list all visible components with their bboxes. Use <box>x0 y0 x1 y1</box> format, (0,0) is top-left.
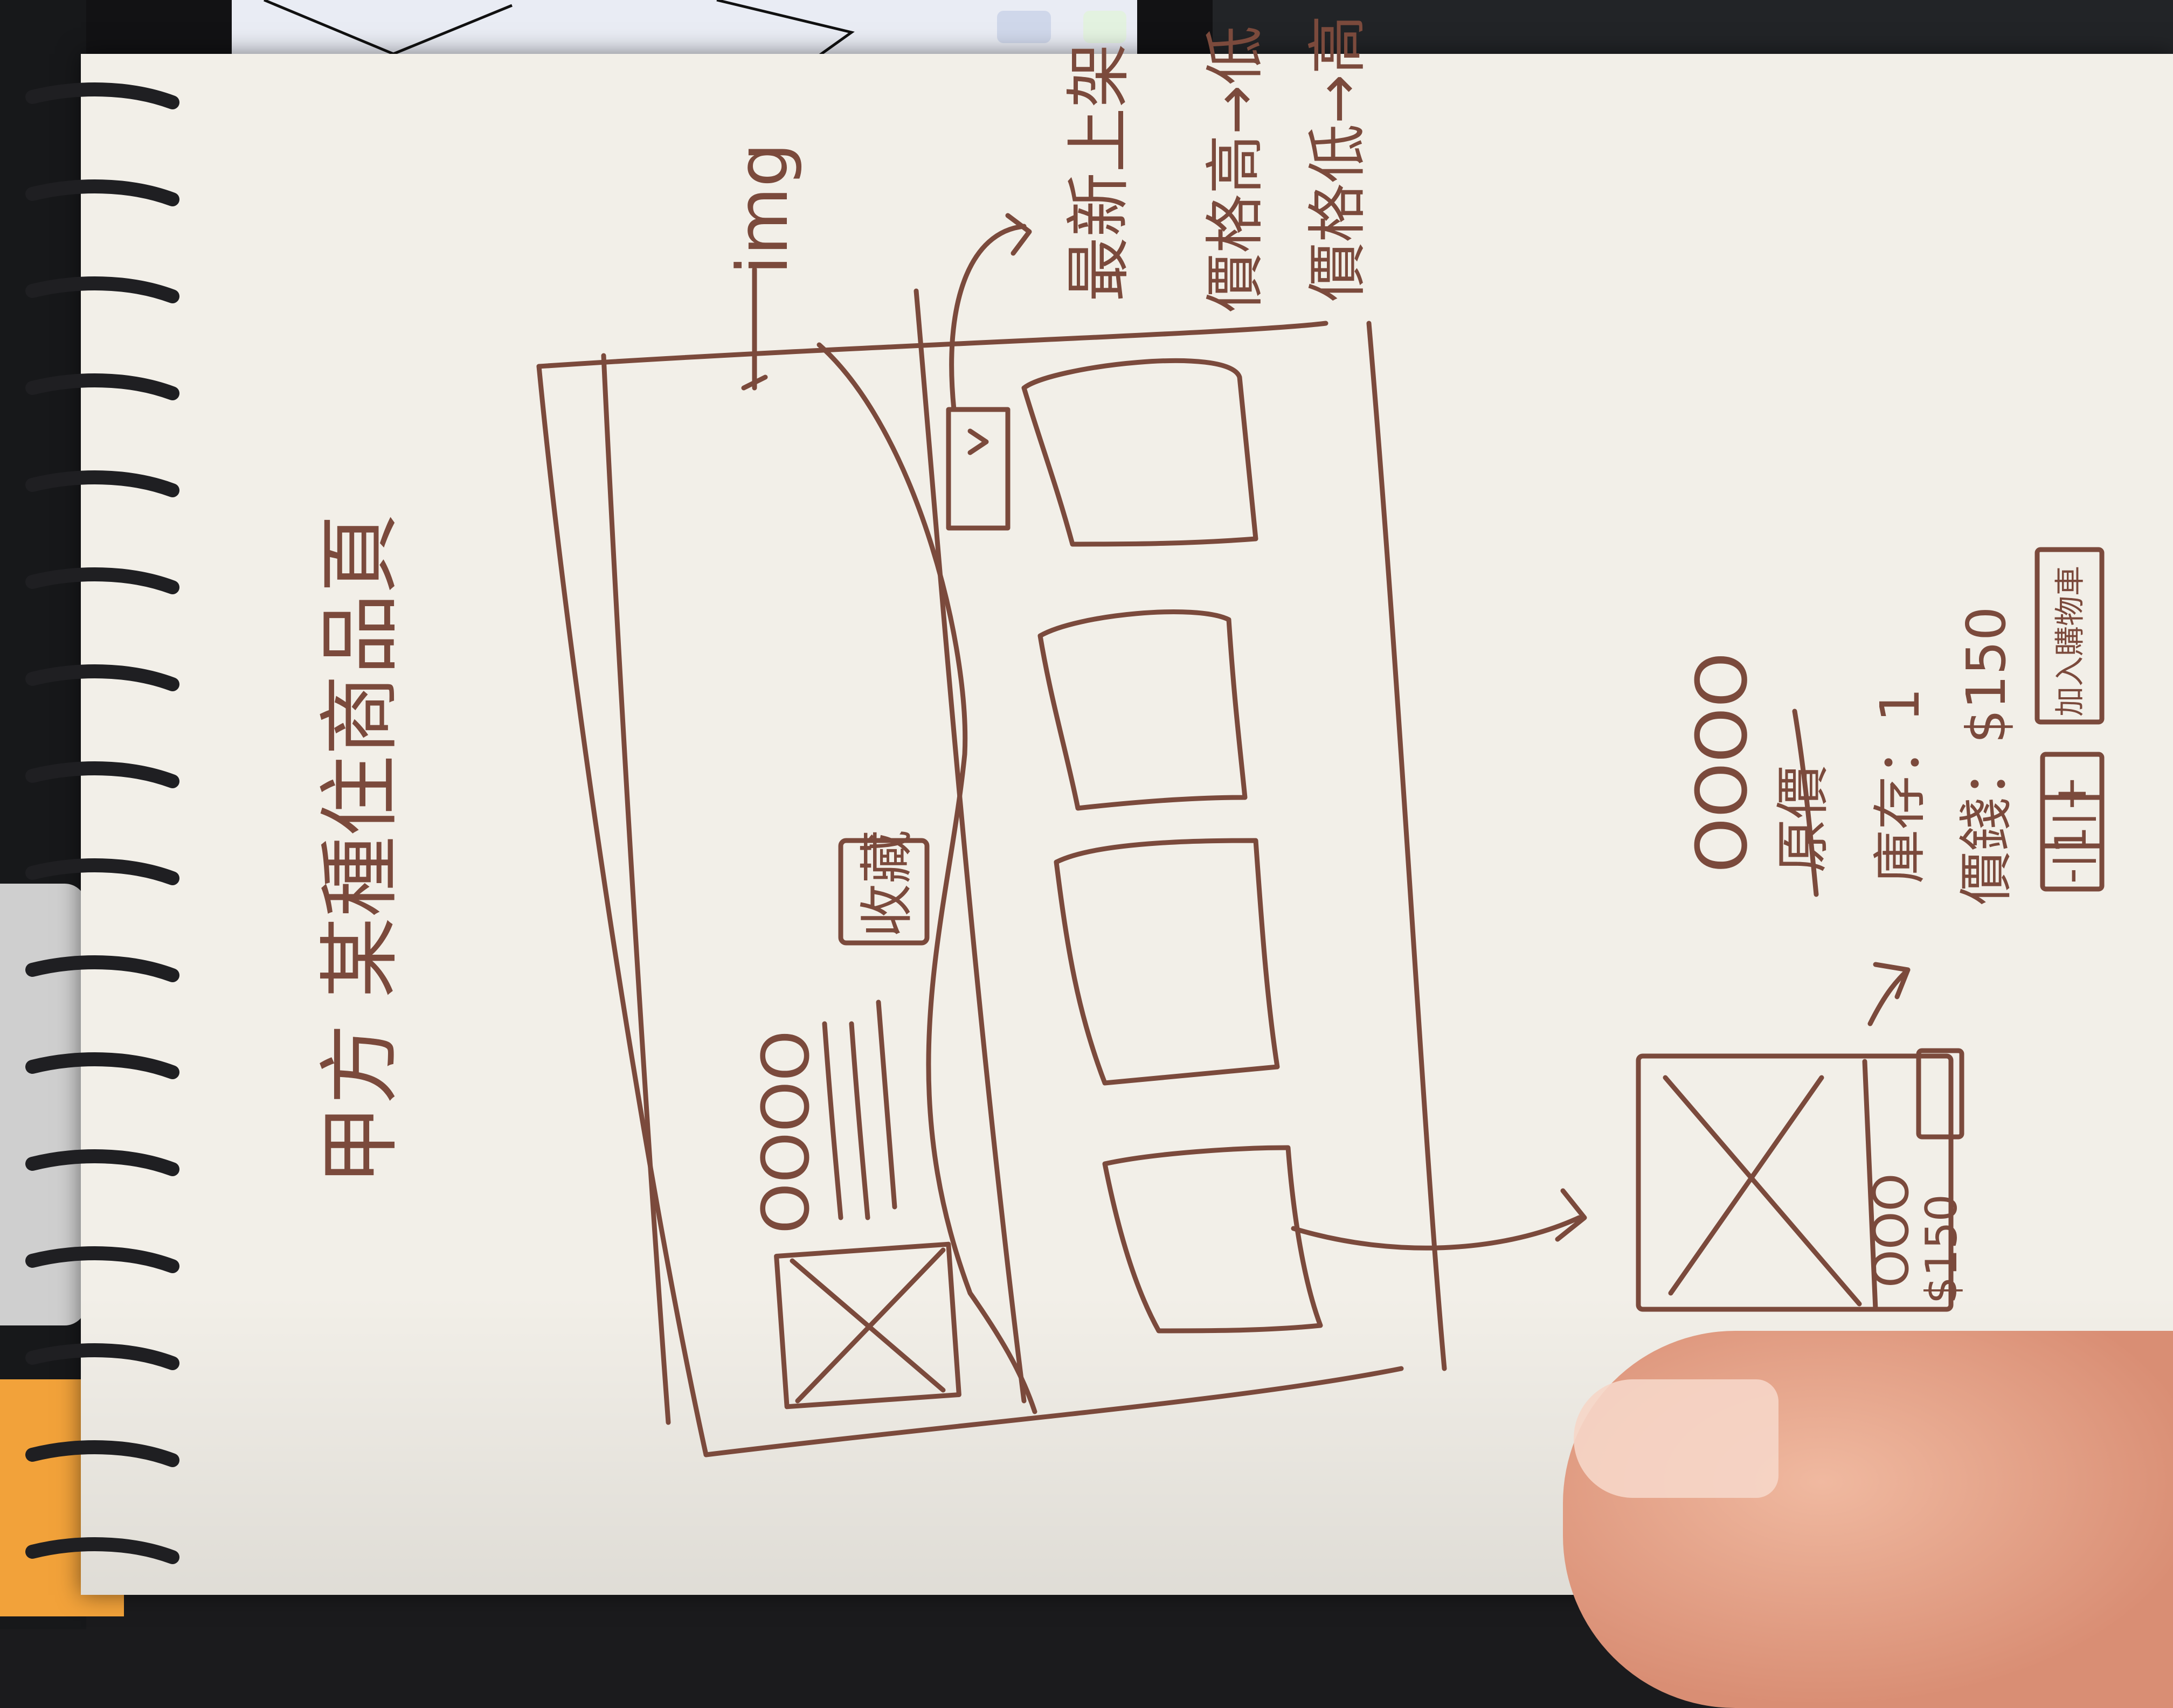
img-label: img <box>722 143 804 275</box>
thumbnail-button <box>1916 1048 1964 1140</box>
quantity-stepper-box <box>2040 752 2105 892</box>
thumbnail-nail <box>1574 1379 1778 1498</box>
sort-dropdown <box>946 407 1011 531</box>
hero-image-placeholder <box>774 1241 961 1410</box>
thumbnail-card <box>1636 1053 1954 1312</box>
header-line <box>601 353 671 1425</box>
sort-option-price-desc[interactable]: 價格高→低 <box>1201 26 1270 313</box>
sort-option-price-asc[interactable]: 價格低→高 <box>1303 15 1372 302</box>
hero-divider <box>914 288 1027 1404</box>
detail-arrow <box>1291 1215 1582 1251</box>
favorite-label[interactable]: 收藏 <box>855 830 918 938</box>
monitor-screen <box>232 0 1137 59</box>
card-rating: OOOO <box>749 1030 824 1234</box>
stock-label: 庫存：1 <box>1868 688 1932 884</box>
spiral-binding <box>25 82 179 1564</box>
hero-wave <box>816 342 1037 1414</box>
product-card-3 <box>1054 838 1280 1086</box>
favorite-box <box>838 838 930 946</box>
product-card-1 <box>1021 358 1258 547</box>
product-card-2 <box>1037 609 1248 811</box>
sort-option-newest[interactable]: 最新上架 <box>1062 43 1137 302</box>
quantity-stepper[interactable]: -|1|+ <box>2046 775 2096 884</box>
sort-arrow <box>949 224 1027 412</box>
add-to-cart-box <box>2034 547 2105 725</box>
thumbnail-cross-2 <box>1668 1075 1824 1296</box>
detail-rating: OOOO <box>1681 652 1763 873</box>
price-label: 價錢：$150 <box>1955 607 2018 906</box>
product-card-4 <box>1102 1145 1323 1334</box>
wireframe-sketch: 甲方 某種住商品頁 img 最新上架 價格高→低 價格低→高 收藏 OOOO O… <box>314 15 2105 1457</box>
page-frame-bottom <box>703 1366 1404 1457</box>
page-frame-top <box>536 321 1328 369</box>
original-price: 原價 <box>1771 765 1835 873</box>
thumbnail-price: $150 <box>1916 1194 1967 1304</box>
page-frame-right <box>1366 321 1447 1371</box>
thumbnail-rating: OOO <box>1863 1173 1920 1288</box>
page-title: 甲方 某種住商品頁 <box>314 513 407 1185</box>
thumbnail-cross-1 <box>1663 1075 1862 1307</box>
hero-image-cross-2 <box>795 1247 946 1404</box>
page-frame-left <box>536 364 709 1457</box>
add-to-cart-button[interactable]: 加入購物車 <box>2053 566 2088 717</box>
